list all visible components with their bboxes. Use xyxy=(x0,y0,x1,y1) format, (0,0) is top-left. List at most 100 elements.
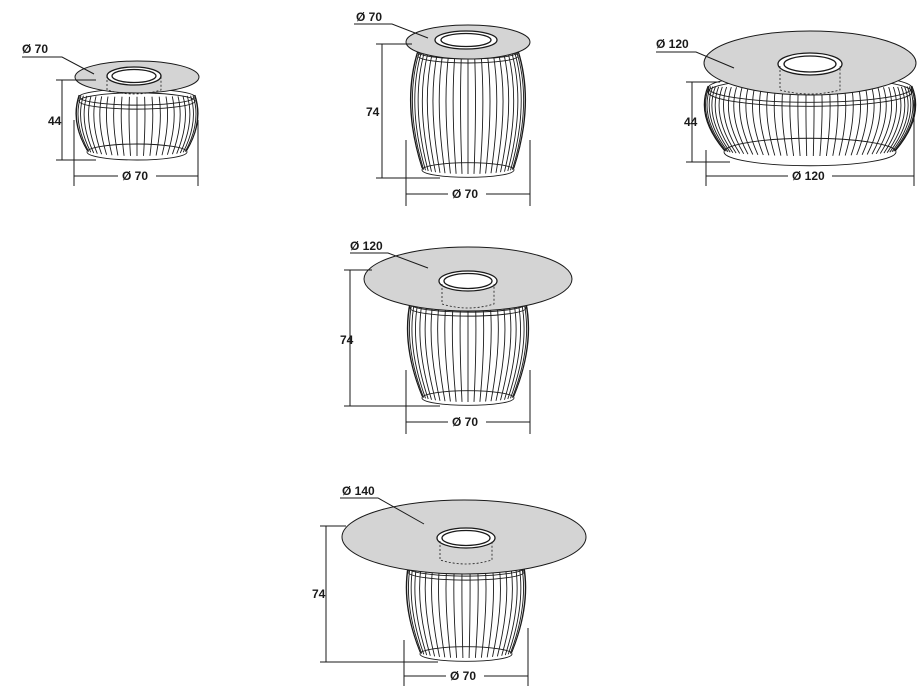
wire-rod xyxy=(781,87,788,156)
wire-rod xyxy=(432,51,441,173)
table-3-center-ring-inner xyxy=(783,55,837,73)
wire-rod xyxy=(504,566,518,656)
wire-rod xyxy=(752,87,764,156)
wire-rod xyxy=(856,87,868,156)
wire-rod xyxy=(511,565,527,653)
wire-rod xyxy=(411,50,425,170)
wire-rod xyxy=(473,51,476,174)
wire-rod xyxy=(513,49,527,169)
wire-rod xyxy=(889,86,909,153)
wire-rod xyxy=(438,51,446,174)
wire-rod xyxy=(875,86,893,155)
wire-rod xyxy=(473,303,477,402)
wire-rod xyxy=(714,86,734,153)
wire-rod xyxy=(496,567,508,657)
wire-rod xyxy=(408,302,425,398)
wire-rod xyxy=(155,96,161,156)
wire-rod xyxy=(407,302,423,397)
wire-rod xyxy=(844,87,854,156)
wire-rod xyxy=(120,96,125,156)
wire-rod xyxy=(424,303,436,401)
table-4-height-label: 74 xyxy=(340,333,354,347)
table-1: Ø 70 44 Ø 70 xyxy=(22,42,200,186)
wire-rod xyxy=(414,566,428,656)
wire-rod xyxy=(474,567,479,658)
table-3-height-label: 44 xyxy=(684,115,698,129)
wire-rod xyxy=(460,51,463,174)
wire-rod xyxy=(437,303,446,402)
wire-rod xyxy=(128,96,131,156)
wire-rod xyxy=(468,567,471,659)
wire-rod xyxy=(739,87,754,155)
table-5: Ø 140 74 Ø 70 xyxy=(312,484,587,686)
table-3-top-label: Ø 120 xyxy=(656,37,689,51)
wire-rod xyxy=(501,567,513,656)
wire-rod xyxy=(507,50,519,172)
wire-rod xyxy=(75,95,88,152)
wire-rod xyxy=(825,87,831,156)
wire-rod xyxy=(766,87,776,156)
table-2: Ø 70 74 Ø 70 xyxy=(354,10,531,206)
table-5-center-ring-inner xyxy=(441,529,491,547)
wire-rod xyxy=(452,51,457,174)
table-5-dimensions: Ø 140 74 Ø 70 xyxy=(312,484,529,686)
table-4-center-ring-inner xyxy=(443,272,493,290)
wire-rod xyxy=(490,303,499,402)
wire-rod xyxy=(789,87,795,156)
wire-rod xyxy=(143,96,146,156)
table-5-top-label: Ø 140 xyxy=(342,484,375,498)
wire-rod xyxy=(727,86,745,155)
wire-rod xyxy=(480,567,487,658)
wire-bottom-ring xyxy=(421,390,515,406)
wire-rod xyxy=(511,50,525,170)
wire-rod xyxy=(444,303,451,402)
wire-rod xyxy=(419,303,432,400)
table-2-wire-base xyxy=(409,44,527,178)
wire-rod xyxy=(166,96,175,155)
wire-rod xyxy=(500,51,510,173)
wire-rod xyxy=(179,95,191,154)
wire-rod xyxy=(426,51,436,173)
wire-rod xyxy=(706,86,727,152)
wire-rod xyxy=(510,302,525,399)
wire-rod xyxy=(149,96,154,156)
wire-rod xyxy=(459,303,463,402)
wire-rod xyxy=(495,303,506,401)
wire-rod xyxy=(485,51,491,174)
wire-rod xyxy=(419,567,431,656)
wire-rod xyxy=(461,567,464,659)
wire-bottom-ring xyxy=(723,137,897,167)
wire-rod xyxy=(430,303,441,401)
table-5-height-label: 74 xyxy=(312,587,326,601)
wire-rod xyxy=(421,50,432,172)
wire-bottom-ring xyxy=(419,646,513,662)
table-4-top-label: Ø 120 xyxy=(350,239,383,253)
table-1-base-label: Ø 70 xyxy=(122,169,148,183)
wire-rod xyxy=(83,95,95,154)
wire-rod xyxy=(453,567,458,658)
wire-rod xyxy=(861,87,875,155)
wire-rod xyxy=(886,86,906,153)
wire-rod xyxy=(509,566,524,654)
wire-rod xyxy=(113,96,119,156)
wire-rod xyxy=(410,50,423,169)
wire-rod xyxy=(451,303,457,402)
table-5-wire-base xyxy=(405,559,527,662)
wire-rod xyxy=(406,566,421,653)
wire-bottom-ring xyxy=(86,143,188,161)
table-4-wire-base xyxy=(406,295,530,406)
table-1-center-ring-inner xyxy=(111,68,157,84)
wire-rod xyxy=(759,87,770,156)
wire-rod xyxy=(504,303,517,400)
table-2-top-label: Ø 70 xyxy=(356,10,382,24)
wire-rod xyxy=(495,51,504,173)
wire-rod xyxy=(161,96,168,156)
wire-rod xyxy=(431,567,440,657)
wire-rod xyxy=(106,96,113,156)
table-3-base-label: Ø 120 xyxy=(792,169,825,183)
wire-rod xyxy=(711,86,731,153)
wire-rod xyxy=(88,95,98,154)
wire-rod xyxy=(417,50,429,172)
